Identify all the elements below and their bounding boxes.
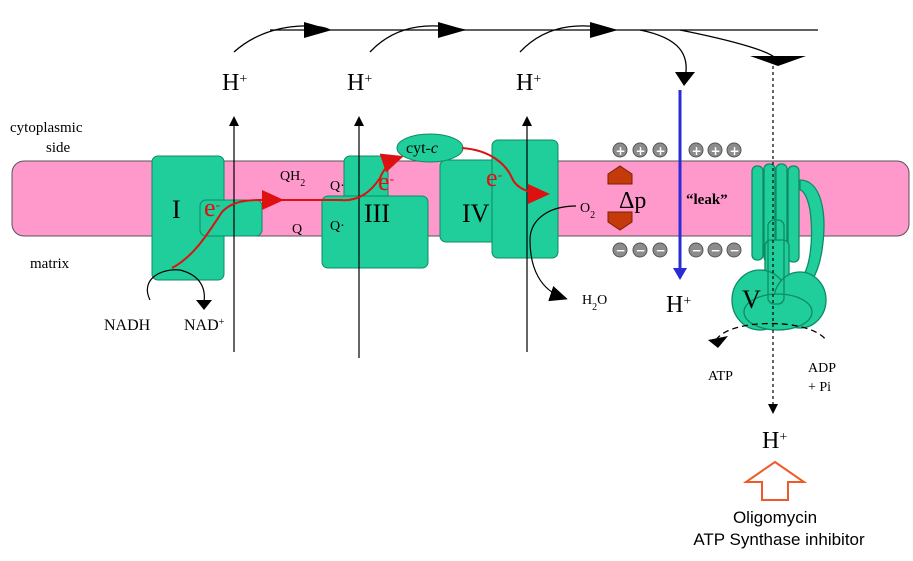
flow-down-arc [639, 29, 687, 79]
delta-p: Δp [607, 165, 646, 231]
complex-IV-label: IV [462, 199, 490, 228]
flow-arrowhead-v [750, 56, 806, 66]
flow-arrowhead-down [675, 72, 695, 86]
inhibitor-arrow [742, 460, 808, 501]
h-plus-synthase-label: H+ [762, 428, 787, 454]
minus-sign: − [636, 244, 646, 258]
complex-V-atp-synthase: V [731, 163, 827, 331]
atp-label: ATP [708, 369, 733, 384]
electron-label-3: e- [486, 163, 503, 192]
o2-to-h2o-arrow [529, 205, 577, 302]
delta-p-label: Δp [619, 188, 646, 214]
minus-sign: − [692, 244, 702, 258]
plus-sign: + [711, 144, 721, 158]
proton-pump-lines [229, 116, 532, 358]
electron-label-2: e- [378, 167, 395, 196]
leak-label: “leak” [686, 192, 728, 208]
plus-sign: + [616, 144, 626, 158]
plus-sign: + [636, 144, 646, 158]
electron-path [171, 147, 550, 269]
adp-label-1: ADP [808, 361, 836, 376]
cyt-c: cyt-c [396, 133, 464, 163]
qh2-label: QH2 [280, 169, 305, 189]
h-plus-label-3: H+ [516, 70, 541, 96]
o2-label: O2 [580, 201, 595, 221]
h-plus-leak-label: H+ [666, 292, 691, 318]
plus-sign: + [656, 144, 666, 158]
minus-sign: − [711, 244, 721, 258]
atp-arrowhead [708, 336, 728, 348]
flow-arrowhead-1 [304, 22, 332, 38]
negative-charges: − − − − − − [612, 242, 742, 258]
q-radical-label-2: Q· [330, 219, 345, 234]
complex-I-label: I [172, 195, 181, 224]
nadh-label: NADH [104, 317, 151, 334]
h-plus-label-2: H+ [347, 70, 372, 96]
complex-III-label: III [364, 199, 390, 228]
complex-IV: IV [439, 139, 559, 259]
flow-arrowhead-3 [590, 22, 618, 38]
nadh-arrowhead [196, 300, 212, 310]
minus-sign: − [656, 244, 666, 258]
complex-III: III [321, 155, 429, 269]
q-label: Q [292, 222, 302, 237]
cytoplasmic-side-label-1: cytoplasmic [10, 120, 83, 136]
flow-to-v [679, 29, 776, 59]
cytoplasmic-side-label-2: side [46, 140, 71, 156]
h-plus-label-1: H+ [222, 70, 247, 96]
complex-V-label: V [742, 285, 761, 314]
h2o-label: H2O [582, 293, 607, 313]
nadh-arrow [146, 269, 205, 303]
positive-charges: + + + + + + [612, 142, 742, 158]
nad-plus-label: NAD+ [184, 317, 225, 335]
plus-sign: + [692, 144, 702, 158]
matrix-label: matrix [30, 256, 70, 272]
inhibitor-name: Oligomycin [733, 508, 817, 527]
adp-label-2: + Pi [808, 380, 831, 395]
electron-label-1: e- [204, 193, 221, 222]
q-radical-label-1: Q· [330, 179, 345, 194]
inhibitor-description: ATP Synthase inhibitor [693, 530, 865, 549]
flow-arrowhead-2 [438, 22, 466, 38]
complex-I: I [151, 155, 263, 281]
minus-sign: − [730, 244, 740, 258]
plus-sign: + [730, 144, 740, 158]
minus-sign: − [616, 244, 626, 258]
cyt-c-label: cyt-c [406, 140, 438, 157]
